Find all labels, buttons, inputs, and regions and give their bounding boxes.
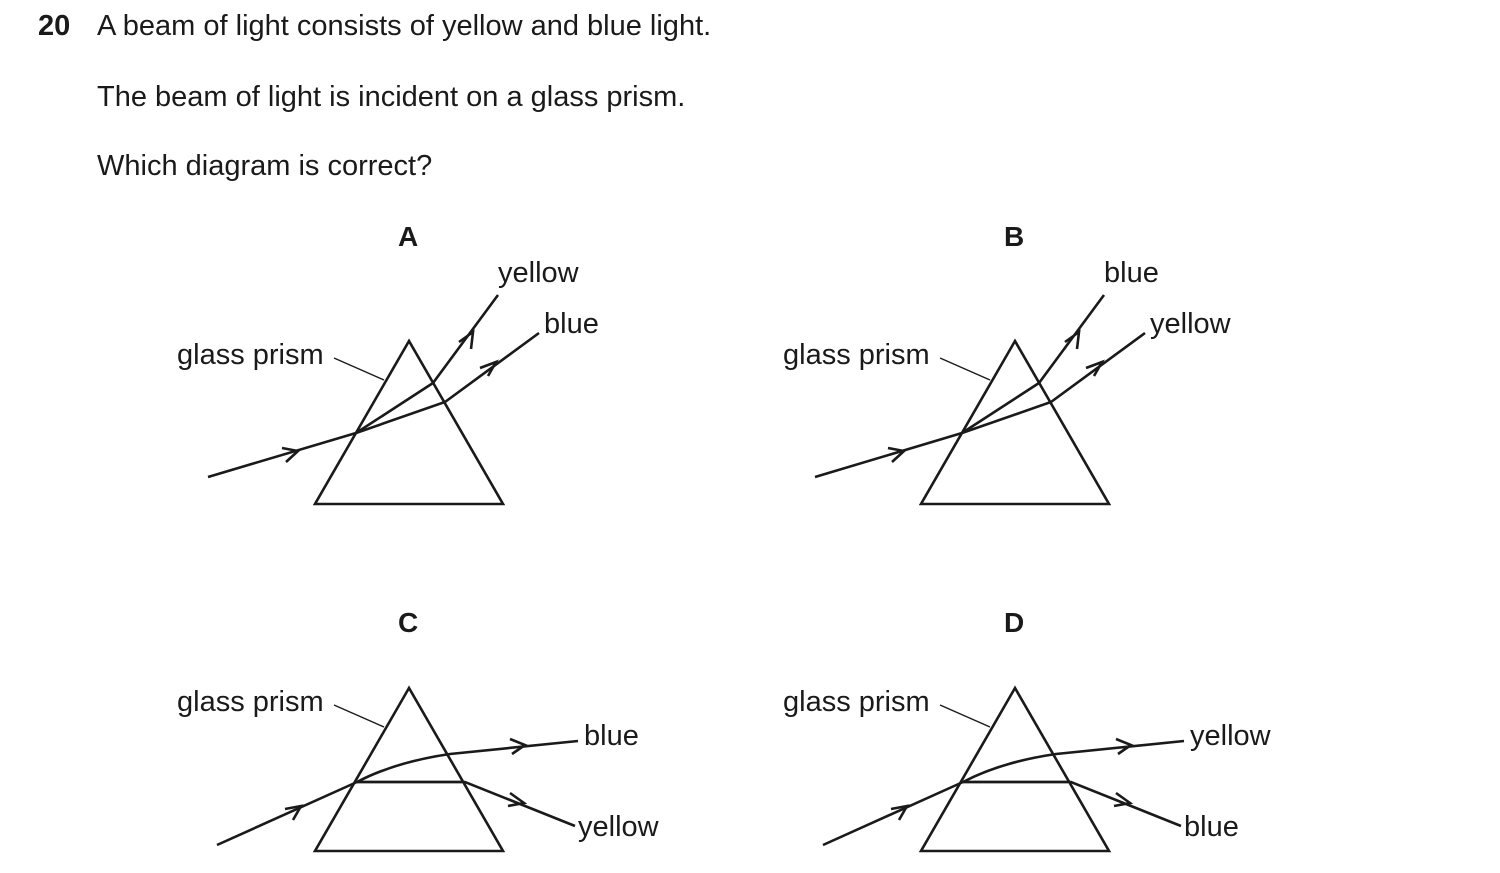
option-d-lower-ray <box>963 780 1182 828</box>
option-a-lower-ray-label: blue <box>544 308 599 340</box>
option-c-upper-ray-label: blue <box>584 720 639 752</box>
option-a-lower-arrow <box>479 359 499 377</box>
option-c-lower-ray-label: yellow <box>578 811 660 843</box>
option-d-diagram: D glass prism yellow blue <box>783 607 1272 853</box>
option-b-upper-ray-label: blue <box>1104 257 1159 289</box>
option-a-diagram: A glass prism yellow blue <box>177 221 599 506</box>
option-d-prism-triangle <box>918 685 1112 853</box>
option-b-prism-triangle <box>918 338 1112 506</box>
option-a-incident-arrow <box>281 446 301 463</box>
option-d-lower-arrow <box>1113 791 1134 808</box>
question-line-3: Which diagram is correct? <box>97 150 433 182</box>
option-d-leader-line <box>939 704 991 728</box>
option-a-upper-arrow <box>458 329 475 350</box>
option-d-lower-ray-label: blue <box>1184 811 1239 843</box>
option-c-incident-arrow <box>284 804 304 821</box>
option-c-diagram: C glass prism blue yellow <box>177 607 660 853</box>
option-b-incident-ray <box>814 431 963 479</box>
option-d-upper-ray-label: yellow <box>1190 720 1272 752</box>
option-c-prism-triangle <box>312 685 506 853</box>
option-c-lower-arrow <box>507 791 528 808</box>
option-a-prism-triangle <box>312 338 506 506</box>
option-d-upper-ray <box>962 739 1185 784</box>
option-a-upper-ray-label: yellow <box>498 257 580 289</box>
option-b-prism-label: glass prism <box>783 339 930 371</box>
option-b-upper-arrow <box>1064 329 1081 350</box>
option-b-lower-arrow <box>1085 359 1105 377</box>
option-c-upper-ray <box>356 739 579 784</box>
option-c-lower-ray <box>357 780 576 828</box>
option-b-lower-ray-label: yellow <box>1150 308 1232 340</box>
option-d-incident-arrow <box>890 804 910 821</box>
question-line-1: A beam of light consists of yellow and b… <box>97 10 712 42</box>
option-b-leader-line <box>939 357 991 381</box>
option-c-incident-ray <box>216 780 358 847</box>
option-c-prism-label: glass prism <box>177 686 324 718</box>
option-a-leader-line <box>333 357 385 381</box>
question-number: 20 <box>38 10 71 42</box>
option-a-incident-ray <box>207 431 357 479</box>
option-d-incident-ray <box>822 780 964 847</box>
option-b-letter: B <box>1004 221 1024 252</box>
option-a-upper-ray <box>355 294 500 435</box>
option-b-diagram: B glass prism blue yellow <box>783 221 1232 506</box>
option-b-lower-ray <box>961 331 1146 435</box>
question-line-2: The beam of light is incident on a glass… <box>97 81 686 113</box>
option-a-letter: A <box>398 221 418 252</box>
option-c-leader-line <box>333 704 385 728</box>
option-c-letter: C <box>398 607 418 638</box>
option-d-prism-label: glass prism <box>783 686 930 718</box>
option-b-upper-ray <box>961 294 1106 435</box>
option-a-lower-ray <box>355 331 540 435</box>
option-c-upper-arrow <box>509 737 528 756</box>
option-b-incident-arrow <box>887 446 907 463</box>
option-a-prism-label: glass prism <box>177 339 324 371</box>
option-d-upper-arrow <box>1115 737 1134 756</box>
option-d-letter: D <box>1004 607 1024 638</box>
